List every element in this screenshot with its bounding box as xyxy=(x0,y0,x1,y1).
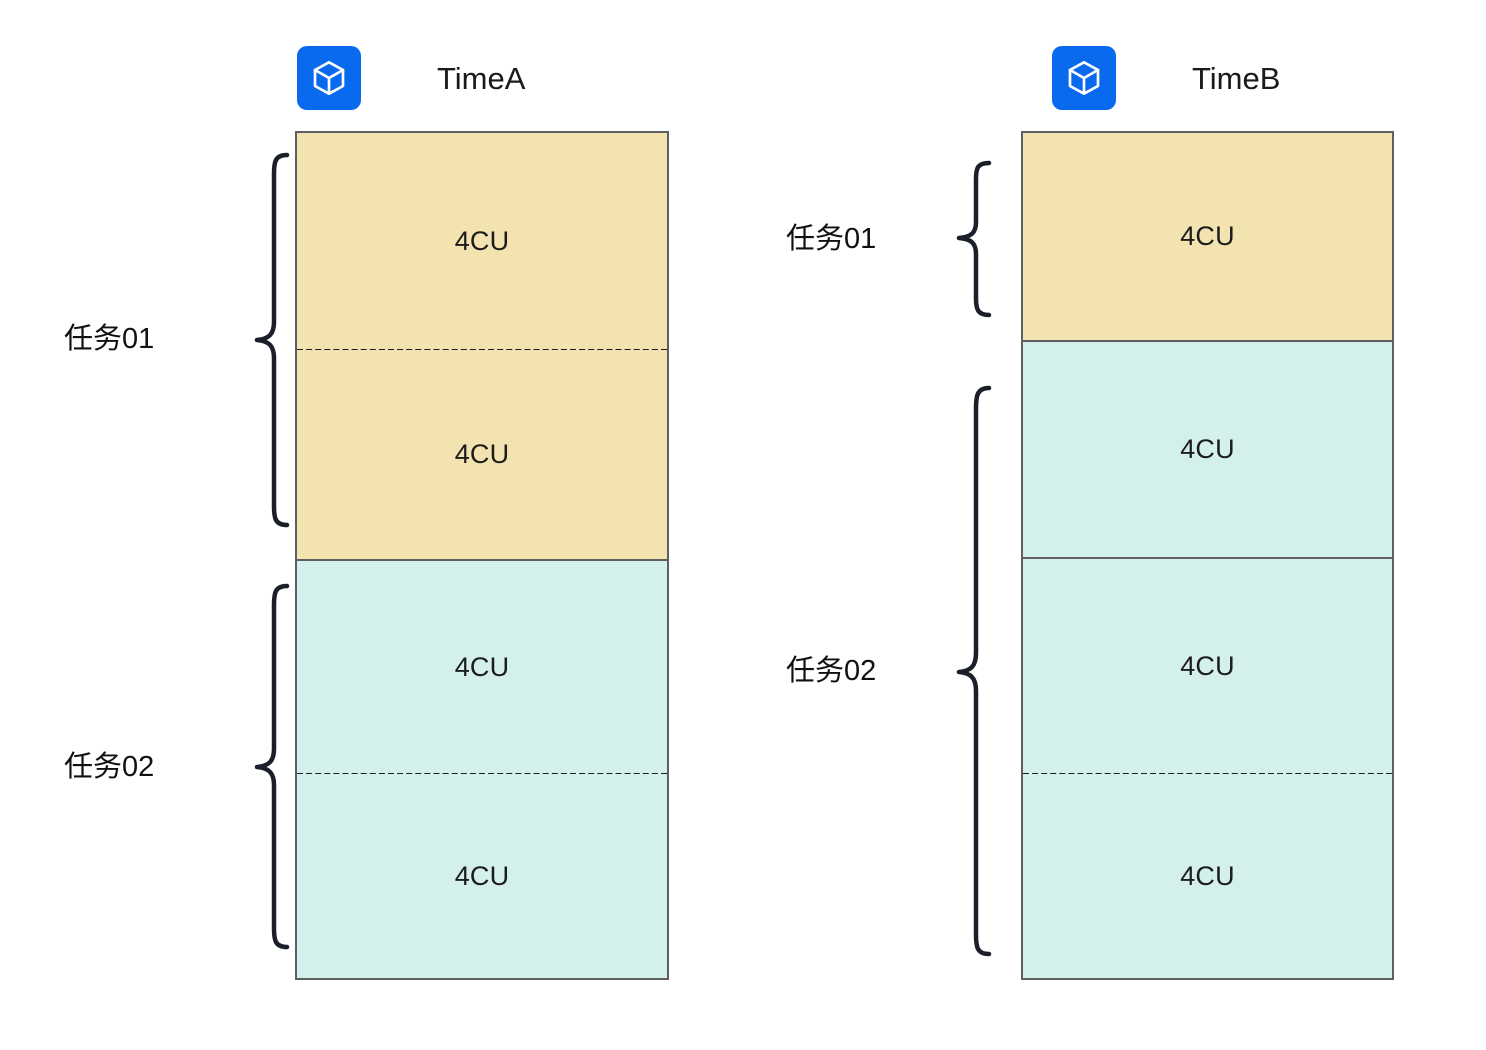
timeA-brace-task02-label: 任务02 xyxy=(64,751,155,783)
timeB-column: 4CU 4CU 4CU 4CU xyxy=(1021,131,1394,980)
timeB-brace-task01 xyxy=(945,160,992,320)
timeA-header: TimeA xyxy=(297,46,525,110)
segment-label: 4CU xyxy=(1180,434,1235,464)
timeB-segment-1: 4CU xyxy=(1023,133,1392,340)
timeB-title: TimeB xyxy=(1192,60,1281,96)
timeB-brace-task02-label: 任务02 xyxy=(786,655,877,687)
timeA-brace-task01-label: 任务01 xyxy=(64,323,155,355)
timeB-segment-3: 4CU xyxy=(1023,557,1392,776)
segment-label: 4CU xyxy=(454,652,510,682)
timeB-brace-task02 xyxy=(945,385,992,960)
segment-label: 4CU xyxy=(454,226,510,256)
timeB-segment-4: 4CU xyxy=(1023,774,1392,978)
timeA-column: 4CU 4CU 4CU 4CU xyxy=(295,131,669,980)
timeA-title: TimeA xyxy=(437,60,526,96)
timeA-brace-task02 xyxy=(243,583,290,950)
cube-icon xyxy=(297,46,361,110)
timeA-segment-3: 4CU xyxy=(297,559,667,776)
timeB-segment-2: 4CU xyxy=(1023,340,1392,557)
timeA-segment-2: 4CU xyxy=(297,350,667,559)
segment-label: 4CU xyxy=(454,860,510,891)
timeB-header: TimeB xyxy=(1052,46,1280,110)
timeA-segment-1: 4CU xyxy=(297,133,667,352)
segment-label: 4CU xyxy=(1180,221,1235,251)
segment-label: 4CU xyxy=(454,439,510,469)
segment-label: 4CU xyxy=(1180,651,1235,681)
segment-label: 4CU xyxy=(1180,860,1235,891)
timeA-brace-task01 xyxy=(243,152,290,528)
timeA-segment-4: 4CU xyxy=(297,774,667,978)
cube-icon xyxy=(1052,46,1116,110)
timeB-brace-task01-label: 任务01 xyxy=(786,223,877,255)
